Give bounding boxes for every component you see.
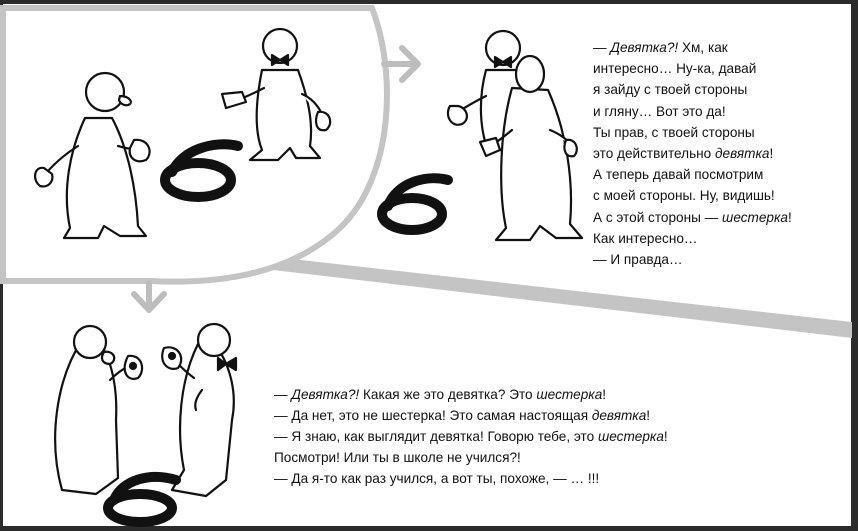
dialog-text: Как интересно…	[593, 230, 698, 246]
dialog-text: интересно… Ну-ка, давай	[593, 61, 757, 77]
dialog-text: —	[274, 387, 292, 402]
dialog-text: !	[787, 209, 792, 225]
dialog-line: — Девятка?! Хм, как	[593, 37, 792, 58]
dialog-top: — Девятка?! Хм, как интересно… Ну-ка, дав…	[593, 37, 792, 270]
dialog-text: с моей стороны. Ну, видишь!	[593, 188, 775, 204]
dialog-text: — Да нет, это не шестерка! Это самая нас…	[274, 408, 592, 423]
dialog-line: — Да я-то как раз учился, а вот ты, похо…	[274, 468, 668, 489]
front-character	[478, 54, 584, 242]
dialog-line: я зайду с твоей стороны	[593, 79, 792, 100]
right-character	[220, 27, 332, 162]
dialog-emphasis: Девятка?!	[610, 40, 679, 55]
dialog-line: — Да нет, это не шестерка! Это самая нас…	[274, 405, 668, 426]
dialog-text: это действительно	[593, 146, 716, 162]
dialog-text: !	[602, 387, 607, 402]
first-scene-bubble	[0, 5, 390, 285]
dialog-line: — Девятка?! Какая же это девятка? Это ше…	[274, 384, 668, 405]
dialog-text: !	[769, 146, 774, 162]
dialog-line: А теперь давай посмотрим	[593, 164, 792, 185]
dialog-line: это действительно девятка!	[593, 143, 792, 164]
dialog-text: —	[593, 40, 611, 55]
scene-3	[54, 322, 238, 498]
dialog-bottom: — Девятка?! Какая же это девятка? Это ше…	[274, 384, 668, 489]
dialog-line: Ты прав, с твоей стороны	[593, 122, 792, 143]
dialog-text: А теперь давай посмотрим	[593, 167, 764, 183]
digit-six-scene-2	[377, 173, 453, 235]
dialog-emphasis: шестерка	[597, 429, 664, 444]
dialog-emphasis: шестерка	[722, 209, 788, 225]
dialog-text: — Я знаю, как выглядит девятка! Говорю т…	[274, 429, 598, 444]
dialog-text: и гляну… Вот это да!	[593, 103, 726, 119]
digit-six-scene-1	[160, 139, 243, 202]
dialog-line: Как интересно…	[593, 228, 792, 249]
scene-1	[34, 27, 332, 240]
dialog-text: Какая же это девятка? Это	[359, 387, 537, 402]
scene-2	[446, 29, 584, 242]
dialog-line: с моей стороны. Ну, видишь!	[593, 185, 792, 206]
dialog-line: — И правда…	[593, 249, 792, 270]
dialog-line: Посмотри! Или ты в школе не учился?!	[274, 447, 668, 468]
dialog-text: Посмотри! Или ты в школе не учился?!	[274, 450, 521, 465]
dialog-line: интересно… Ну-ка, давай	[593, 58, 792, 79]
dialog-text: Хм, как	[678, 40, 728, 55]
dialog-text: !	[646, 408, 651, 423]
dialog-text: А с этой стороны —	[593, 209, 723, 225]
dialog-line: — Я знаю, как выглядит девятка! Говорю т…	[274, 426, 668, 447]
dialog-text: — И правда…	[593, 252, 683, 268]
dialog-emphasis: девятка	[591, 408, 647, 423]
right-arguing-character	[161, 322, 238, 498]
dialog-text: — Да я-то как раз учился, а вот ты, похо…	[274, 471, 600, 486]
dialog-line: и гляну… Вот это да!	[593, 101, 792, 122]
dialog-emphasis: шестерка	[536, 387, 603, 402]
left-arguing-character	[54, 324, 144, 496]
dialog-emphasis: девятка	[715, 146, 770, 162]
dialog-text: !	[663, 429, 668, 444]
arrow-down-icon	[131, 280, 167, 313]
dialog-line: А с этой стороны — шестерка!	[593, 207, 792, 228]
dialog-text: Ты прав, с твоей стороны	[593, 124, 755, 140]
dialog-text: я зайду с твоей стороны	[593, 82, 748, 98]
left-character	[34, 71, 151, 240]
arrow-right-icon	[381, 45, 421, 83]
digit-six-scene-3	[103, 471, 181, 527]
connector-band	[205, 250, 852, 338]
dialog-emphasis: Девятка?!	[291, 387, 360, 402]
